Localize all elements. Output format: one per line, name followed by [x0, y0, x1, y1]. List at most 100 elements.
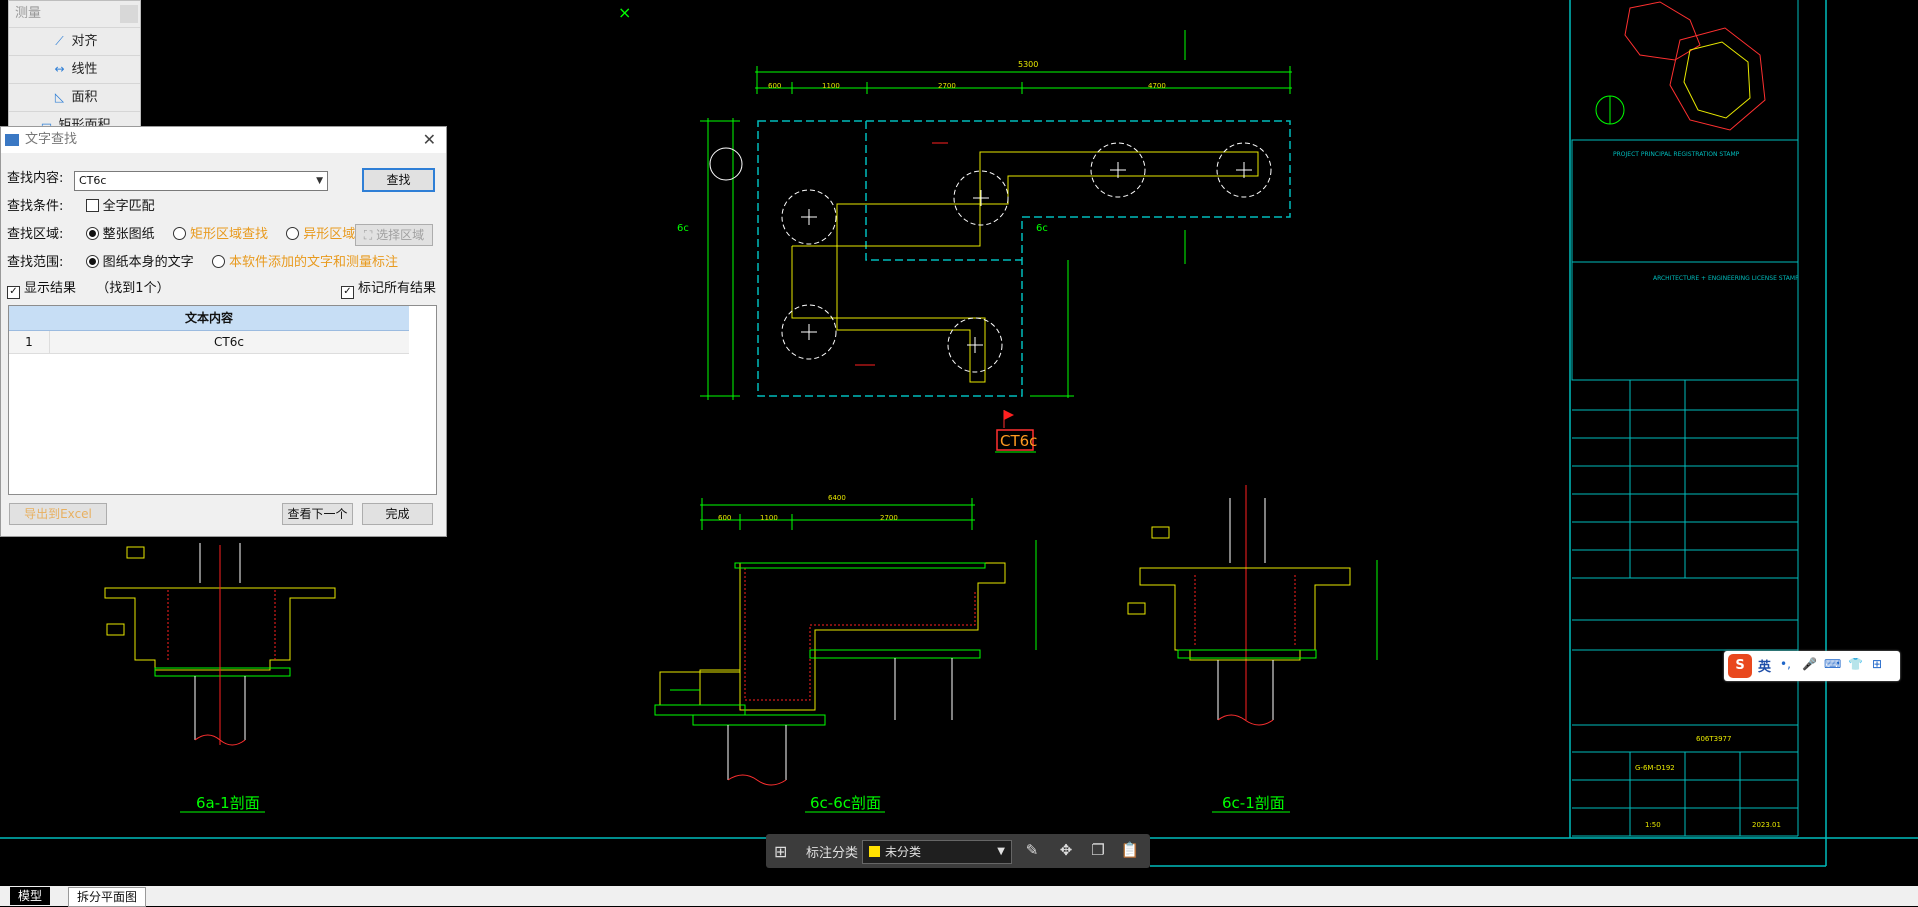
annotation-label: 标注分类 [806, 846, 859, 861]
layout-tabs: 模型 拆分平面图 [0, 886, 1918, 907]
condition-label: 查找条件: [7, 199, 64, 214]
title-block [1571, 0, 1799, 837]
plan-dim-3: 2700 [938, 82, 956, 90]
punctuation-icon[interactable]: •, [1780, 657, 1791, 671]
scope-label: 查找范围: [7, 255, 64, 270]
show-results-row: ✓ 显示结果 （找到1个） [7, 278, 170, 300]
dialog-titlebar[interactable]: 文字查找 ✕ [1, 127, 446, 153]
paste-icon[interactable]: 📋 [1120, 841, 1140, 859]
license-label: ARCHITECTURE + ENGINEERING LICENSE STAMP [1653, 275, 1799, 282]
scope-drawing-radio[interactable] [85, 255, 99, 268]
toolbox-icon[interactable]: ⊞ [1872, 657, 1883, 671]
select-area-icon: ⛶ [363, 228, 373, 242]
scope-added-radio[interactable] [211, 255, 225, 268]
align-dimension-icon: ⟋ [55, 34, 64, 48]
row-text: CT6c [214, 335, 244, 349]
sec-b-dim-2: 1100 [760, 514, 778, 522]
svg-text:6c: 6c [677, 223, 689, 234]
plan-dim-2: 1100 [822, 82, 840, 90]
drawing-date: 2023.01 [1752, 821, 1781, 829]
row-index: 1 [9, 331, 50, 353]
condition-row: 查找条件: 全字匹配 [7, 196, 155, 218]
ime-mode[interactable]: 英 [1758, 660, 1772, 675]
svg-text:×: × [618, 3, 631, 22]
app-icon [5, 134, 19, 146]
select-area-button[interactable]: ⛶ 选择区域 [355, 224, 433, 246]
mark-all-row: ✓ 标记所有结果 [341, 278, 436, 300]
section-6c-1-title: 6c-1剖面 [1222, 794, 1285, 812]
measure-area-button[interactable]: ◺面积 [9, 83, 140, 111]
tab-split-plan[interactable]: 拆分平面图 [68, 887, 147, 907]
skin-icon[interactable]: 👕 [1848, 657, 1863, 671]
rect-area-icon: ▭ [40, 118, 53, 132]
results-table[interactable]: 文本内容 1 CT6c [8, 305, 437, 495]
sec-b-dim-total: 6400 [828, 494, 846, 502]
table-row[interactable]: 1 CT6c [9, 331, 409, 354]
panel-pin-icon[interactable] [120, 5, 138, 23]
chevron-down-icon: ▼ [997, 846, 1005, 857]
found-count: （找到1个） [96, 281, 170, 296]
project-number: 606T3977 [1696, 735, 1731, 743]
plan-view: 5300 600 1100 2700 4700 [677, 30, 1292, 453]
show-results-checkbox[interactable]: ✓ [7, 286, 20, 299]
category-value: 未分类 [885, 845, 922, 859]
area-icon: ◺ [54, 90, 65, 104]
scope-row: 查找范围: 图纸本身的文字 本软件添加的文字和测量标注 [7, 252, 447, 274]
section-6c-6c: 6400 600 1100 2700 6c-6c剖面 [654, 494, 1037, 813]
results-header: 文本内容 [9, 306, 409, 331]
next-result-button[interactable]: 查看下一个 [282, 503, 353, 525]
tab-model[interactable]: 模型 [10, 887, 51, 905]
section-6a-1-title: 6a-1剖面 [196, 794, 260, 812]
plan-dim-total: 5300 [1018, 60, 1038, 69]
chevron-down-icon[interactable]: ▼ [316, 176, 323, 186]
linear-dimension-icon: ↔ [54, 62, 65, 76]
whole-match-label: 全字匹配 [102, 199, 155, 214]
move-icon[interactable]: ✥ [1059, 841, 1073, 859]
section-6c-6c-title: 6c-6c剖面 [810, 794, 881, 812]
sec-b-dim-3: 2700 [880, 514, 898, 522]
export-excel-button[interactable]: 导出到Excel [9, 503, 107, 525]
microphone-icon[interactable]: 🎤 [1802, 657, 1817, 671]
search-hit-ct6c[interactable]: CT6c [1000, 432, 1037, 450]
text-search-dialog: 文字查找 ✕ 查找内容: CT6c ▼ 查找 查找条件: 全字匹配 查找区域: … [0, 126, 447, 537]
close-icon[interactable]: ✕ [422, 130, 436, 149]
svg-text:6c: 6c [1036, 223, 1048, 234]
done-button[interactable]: 完成 [362, 503, 433, 525]
plan-dim-1: 600 [768, 82, 781, 90]
section-6c-1: 6c-1剖面 [1127, 485, 1378, 813]
copy-icon[interactable]: ❐ [1091, 841, 1105, 859]
drawing-scale: 1:50 [1645, 821, 1661, 829]
content-label: 查找内容: [7, 171, 64, 186]
sec-b-dim-1: 600 [718, 514, 731, 522]
search-content-value: CT6c [79, 174, 107, 187]
find-button[interactable]: 查找 [362, 168, 435, 192]
mark-all-label: 标记所有结果 [358, 281, 437, 296]
annotation-toolbar: ⊞ 标注分类 未分类 ▼ ✎ ✥ ❐ 📋 [766, 834, 1150, 868]
keyboard-icon[interactable]: ⌨ [1824, 657, 1842, 671]
measure-linear-button[interactable]: ↔线性 [9, 55, 140, 83]
show-results-label: 显示结果 [24, 281, 77, 296]
whole-match-checkbox[interactable] [85, 199, 99, 212]
ime-logo-icon[interactable]: S [1728, 654, 1752, 678]
stamp-label: PROJECT PRINCIPAL REGISTRATION STAMP [1613, 151, 1740, 158]
search-content-combo[interactable]: CT6c ▼ [74, 171, 328, 191]
area-rect-radio[interactable] [172, 227, 186, 240]
ime-toolbar: S 英 •, 🎤 ⌨ 👕 ⊞ [1724, 651, 1900, 681]
measure-panel-title: 测量 [15, 6, 42, 21]
mark-all-checkbox[interactable]: ✓ [341, 286, 354, 299]
sheet-number: G-6M-D192 [1635, 764, 1675, 772]
area-row: 查找区域: 整张图纸 矩形区域查找 异形区域查找 [7, 224, 447, 246]
section-6a-1: 6a-1剖面 [104, 543, 336, 813]
cad-drawing-canvas[interactable]: × 5300 600 1100 2700 4700 [0, 0, 1918, 886]
area-label: 查找区域: [7, 227, 64, 242]
dialog-title: 文字查找 [25, 132, 78, 147]
measure-panel-header: 测量 [9, 1, 140, 27]
edit-icon[interactable]: ✎ [1025, 841, 1039, 859]
measure-align-button[interactable]: ⟋对齐 [9, 27, 140, 55]
area-irregular-radio[interactable] [286, 227, 300, 240]
plan-dim-4: 4700 [1148, 82, 1166, 90]
annotation-category-select[interactable]: 未分类 ▼ [862, 840, 1012, 864]
area-whole-radio[interactable] [85, 227, 99, 240]
measure-panel: 测量 ⟋对齐 ↔线性 ◺面积 ▭矩形面积 [8, 0, 141, 133]
grid-icon[interactable]: ⊞ [774, 842, 788, 861]
